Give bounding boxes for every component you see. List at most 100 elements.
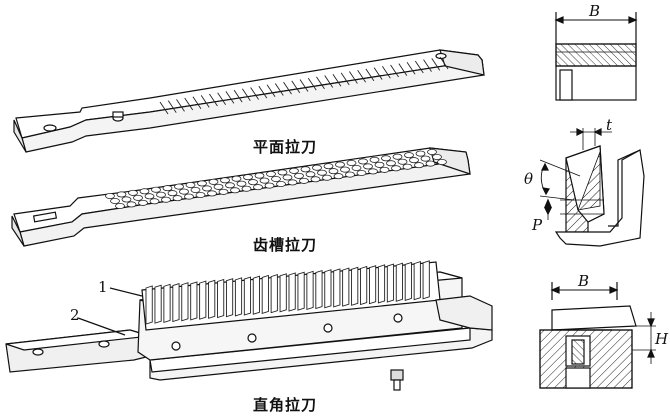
groove-tooth (167, 190, 178, 197)
flat-tooth (299, 79, 309, 92)
flat-tooth (406, 62, 416, 75)
groove-tooth (243, 174, 253, 181)
angle-tooth (243, 276, 252, 316)
flat-tooth (291, 80, 301, 94)
groove-tooth (184, 193, 194, 200)
groove-tooth (156, 191, 166, 198)
groove-tooth (220, 177, 230, 184)
groove-tooth (351, 164, 362, 171)
groove-tooth (110, 197, 120, 204)
groove-tooth (172, 195, 183, 202)
callout-1: 1 (98, 278, 108, 296)
groove-tooth (369, 156, 380, 163)
flat-tooth (217, 92, 227, 105)
groove-tooth (392, 153, 403, 160)
angle-tooth (360, 265, 368, 306)
angle-tooth (324, 269, 332, 309)
groove-tooth (266, 170, 276, 177)
angle-tooth (297, 271, 305, 311)
flat-tooth (414, 60, 424, 74)
angle-tooth (172, 282, 180, 323)
groove-tooth (253, 184, 263, 191)
groove-tooth (294, 172, 304, 179)
groove-tooth (174, 183, 184, 190)
groove-tooth (277, 169, 288, 176)
flat-tooth (373, 67, 383, 80)
flat-tooth (258, 85, 268, 99)
dimension-p: P (532, 216, 543, 234)
dimension-b-bottom: B (578, 272, 590, 290)
angle-tooth (422, 260, 430, 300)
flat-tooth (398, 63, 408, 76)
groove-tooth (151, 186, 161, 193)
flat-tooth (233, 89, 243, 103)
groove-tooth (276, 180, 286, 187)
groove-tooth (213, 183, 224, 190)
groove-tooth (346, 159, 357, 166)
flat-tooth (390, 64, 399, 78)
groove-tooth (415, 150, 426, 157)
angle-tooth (163, 283, 171, 323)
flat-broach-teeth (159, 56, 449, 115)
groove-tooth (404, 152, 414, 159)
angle-tooth (315, 269, 323, 310)
groove-tooth (379, 166, 390, 173)
groove-tooth (197, 180, 207, 187)
flat-tooth (200, 95, 210, 108)
angle-tooth (208, 279, 216, 319)
angle-tooth (225, 278, 234, 318)
angle-tooth (199, 280, 207, 320)
groove-tooth (363, 163, 373, 170)
angle-tooth (252, 275, 260, 315)
angle-tooth (234, 277, 243, 317)
right-angle-broach-teeth (145, 260, 430, 325)
angle-tooth (279, 273, 287, 313)
flat-tooth (192, 96, 202, 109)
flat-tooth (241, 88, 251, 102)
angle-tooth (288, 272, 296, 312)
flat-tooth (324, 75, 334, 88)
angle-tooth (377, 264, 386, 304)
flat-section-view (554, 12, 638, 101)
groove-tooth (427, 148, 437, 155)
groove-tooth (138, 199, 148, 206)
groove-tooth (437, 158, 447, 165)
groove-tooth (414, 162, 424, 169)
groove-tooth (397, 158, 408, 165)
angle-tooth (181, 282, 189, 322)
groove-tooth (161, 196, 171, 203)
groove-tooth (356, 169, 367, 176)
groove-tooth (420, 155, 431, 162)
angle-tooth (386, 263, 395, 303)
groove-tooth (368, 168, 378, 175)
flat-tooth (349, 71, 358, 84)
flat-tooth (357, 69, 367, 83)
groove-section-view (539, 128, 645, 247)
groove-tooth (374, 161, 385, 168)
groove-tooth (190, 186, 201, 193)
groove-broach-teeth (105, 148, 447, 209)
groove-tooth (299, 177, 309, 184)
flat-tooth (266, 84, 276, 98)
angle-tooth (351, 266, 359, 306)
groove-tooth (230, 187, 240, 194)
angle-tooth (145, 285, 153, 325)
groove-tooth (409, 157, 419, 164)
groove-tooth (248, 179, 258, 186)
angle-tooth (306, 270, 314, 310)
angle-tooth (413, 261, 421, 301)
groove-tooth (282, 174, 293, 181)
flat-tooth (431, 58, 441, 71)
groove-tooth (345, 171, 355, 178)
dimension-b-top: B (589, 2, 601, 20)
groove-tooth (317, 169, 327, 176)
groove-tooth (231, 175, 242, 182)
flat-tooth (365, 68, 375, 82)
groove-tooth (121, 196, 132, 203)
groove-tooth (149, 198, 160, 205)
groove-tooth (133, 194, 143, 201)
flat-tooth (439, 56, 449, 70)
right-angle-section-view (539, 282, 656, 389)
groove-tooth (312, 164, 322, 171)
